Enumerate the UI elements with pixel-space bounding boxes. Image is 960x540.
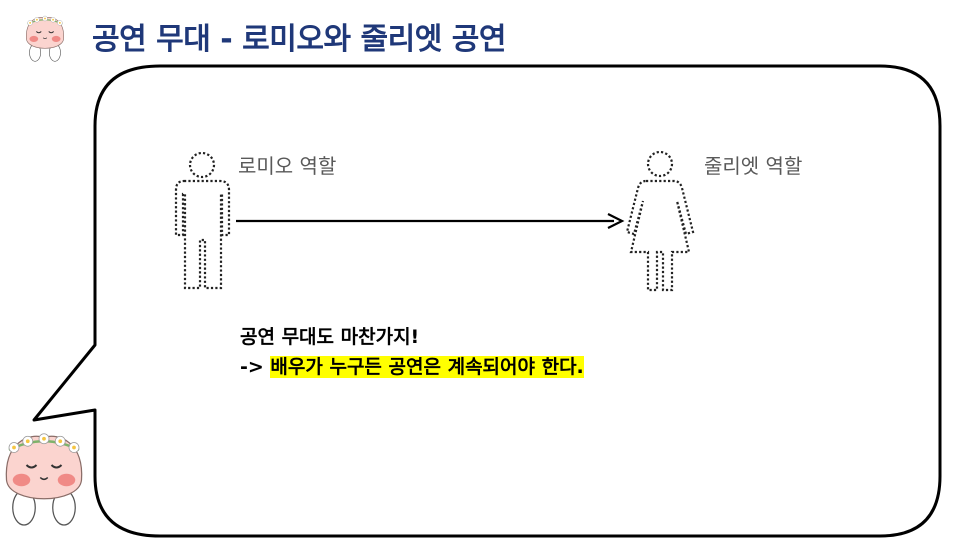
juliet-role-label: 줄리엣 역할 bbox=[704, 154, 803, 178]
caption-block: 공연 무대도 마찬가지! -> 배우가 누구든 공연은 계속되어야 한다. bbox=[240, 322, 584, 382]
arrow-right-icon bbox=[236, 213, 625, 229]
mascot-icon bbox=[5, 432, 83, 527]
woman-outline-icon bbox=[625, 150, 695, 292]
caption-highlight: 배우가 누구든 공연은 계속되어야 한다. bbox=[270, 356, 584, 378]
speech-bubble bbox=[32, 64, 942, 538]
caption-line-2: -> 배우가 누구든 공연은 계속되어야 한다. bbox=[240, 352, 584, 382]
caption-line-1: 공연 무대도 마찬가지! bbox=[240, 326, 420, 348]
romeo-role-label: 로미오 역할 bbox=[238, 154, 337, 178]
header-mascot-icon bbox=[25, 15, 65, 62]
caption-arrow-prefix: -> bbox=[240, 356, 271, 378]
slide-title: 공연 무대 - 로미오와 줄리엣 공연 bbox=[92, 22, 506, 57]
man-outline-icon bbox=[174, 151, 231, 290]
